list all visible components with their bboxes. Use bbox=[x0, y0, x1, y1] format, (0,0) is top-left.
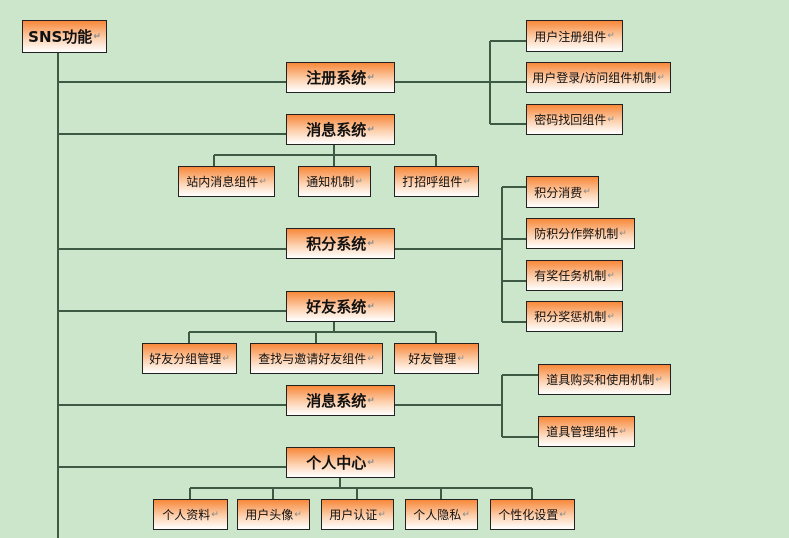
node-registration: 注册系统 bbox=[286, 62, 395, 93]
node-item: 有奖任务机制 bbox=[526, 260, 623, 291]
node-item: 道具购买和使用机制 bbox=[538, 364, 671, 395]
node-item: 积分消费 bbox=[526, 176, 599, 208]
node-item: 个性化设置 bbox=[490, 499, 575, 530]
node-item: 个人资料 bbox=[153, 499, 228, 530]
node-item: 密码找回组件 bbox=[526, 104, 623, 135]
node-item: 个人隐私 bbox=[405, 499, 478, 530]
node-item: 打招呼组件 bbox=[394, 166, 479, 197]
node-messages: 消息系统 bbox=[286, 114, 395, 145]
node-friends: 好友系统 bbox=[286, 291, 395, 322]
node-item: 用户头像 bbox=[237, 499, 310, 530]
root-node: SNS功能 bbox=[22, 20, 107, 53]
node-item: 道具管理组件 bbox=[538, 416, 635, 447]
node-item: 用户登录/访问组件机制 bbox=[526, 62, 671, 93]
node-points: 积分系统 bbox=[286, 228, 395, 259]
node-item: 用户注册组件 bbox=[526, 20, 623, 52]
node-item: 好友分组管理 bbox=[142, 343, 237, 374]
node-item: 防积分作弊机制 bbox=[526, 218, 635, 249]
node-item: 查找与邀请好友组件 bbox=[250, 343, 383, 374]
node-item: 站内消息组件 bbox=[178, 166, 275, 197]
node-item: 积分奖惩机制 bbox=[526, 301, 623, 332]
node-messages-2: 消息系统 bbox=[286, 385, 395, 416]
node-personal-center: 个人中心 bbox=[286, 447, 395, 478]
node-item: 通知机制 bbox=[298, 166, 371, 197]
node-item: 用户认证 bbox=[321, 499, 394, 530]
node-item: 好友管理 bbox=[394, 343, 479, 374]
